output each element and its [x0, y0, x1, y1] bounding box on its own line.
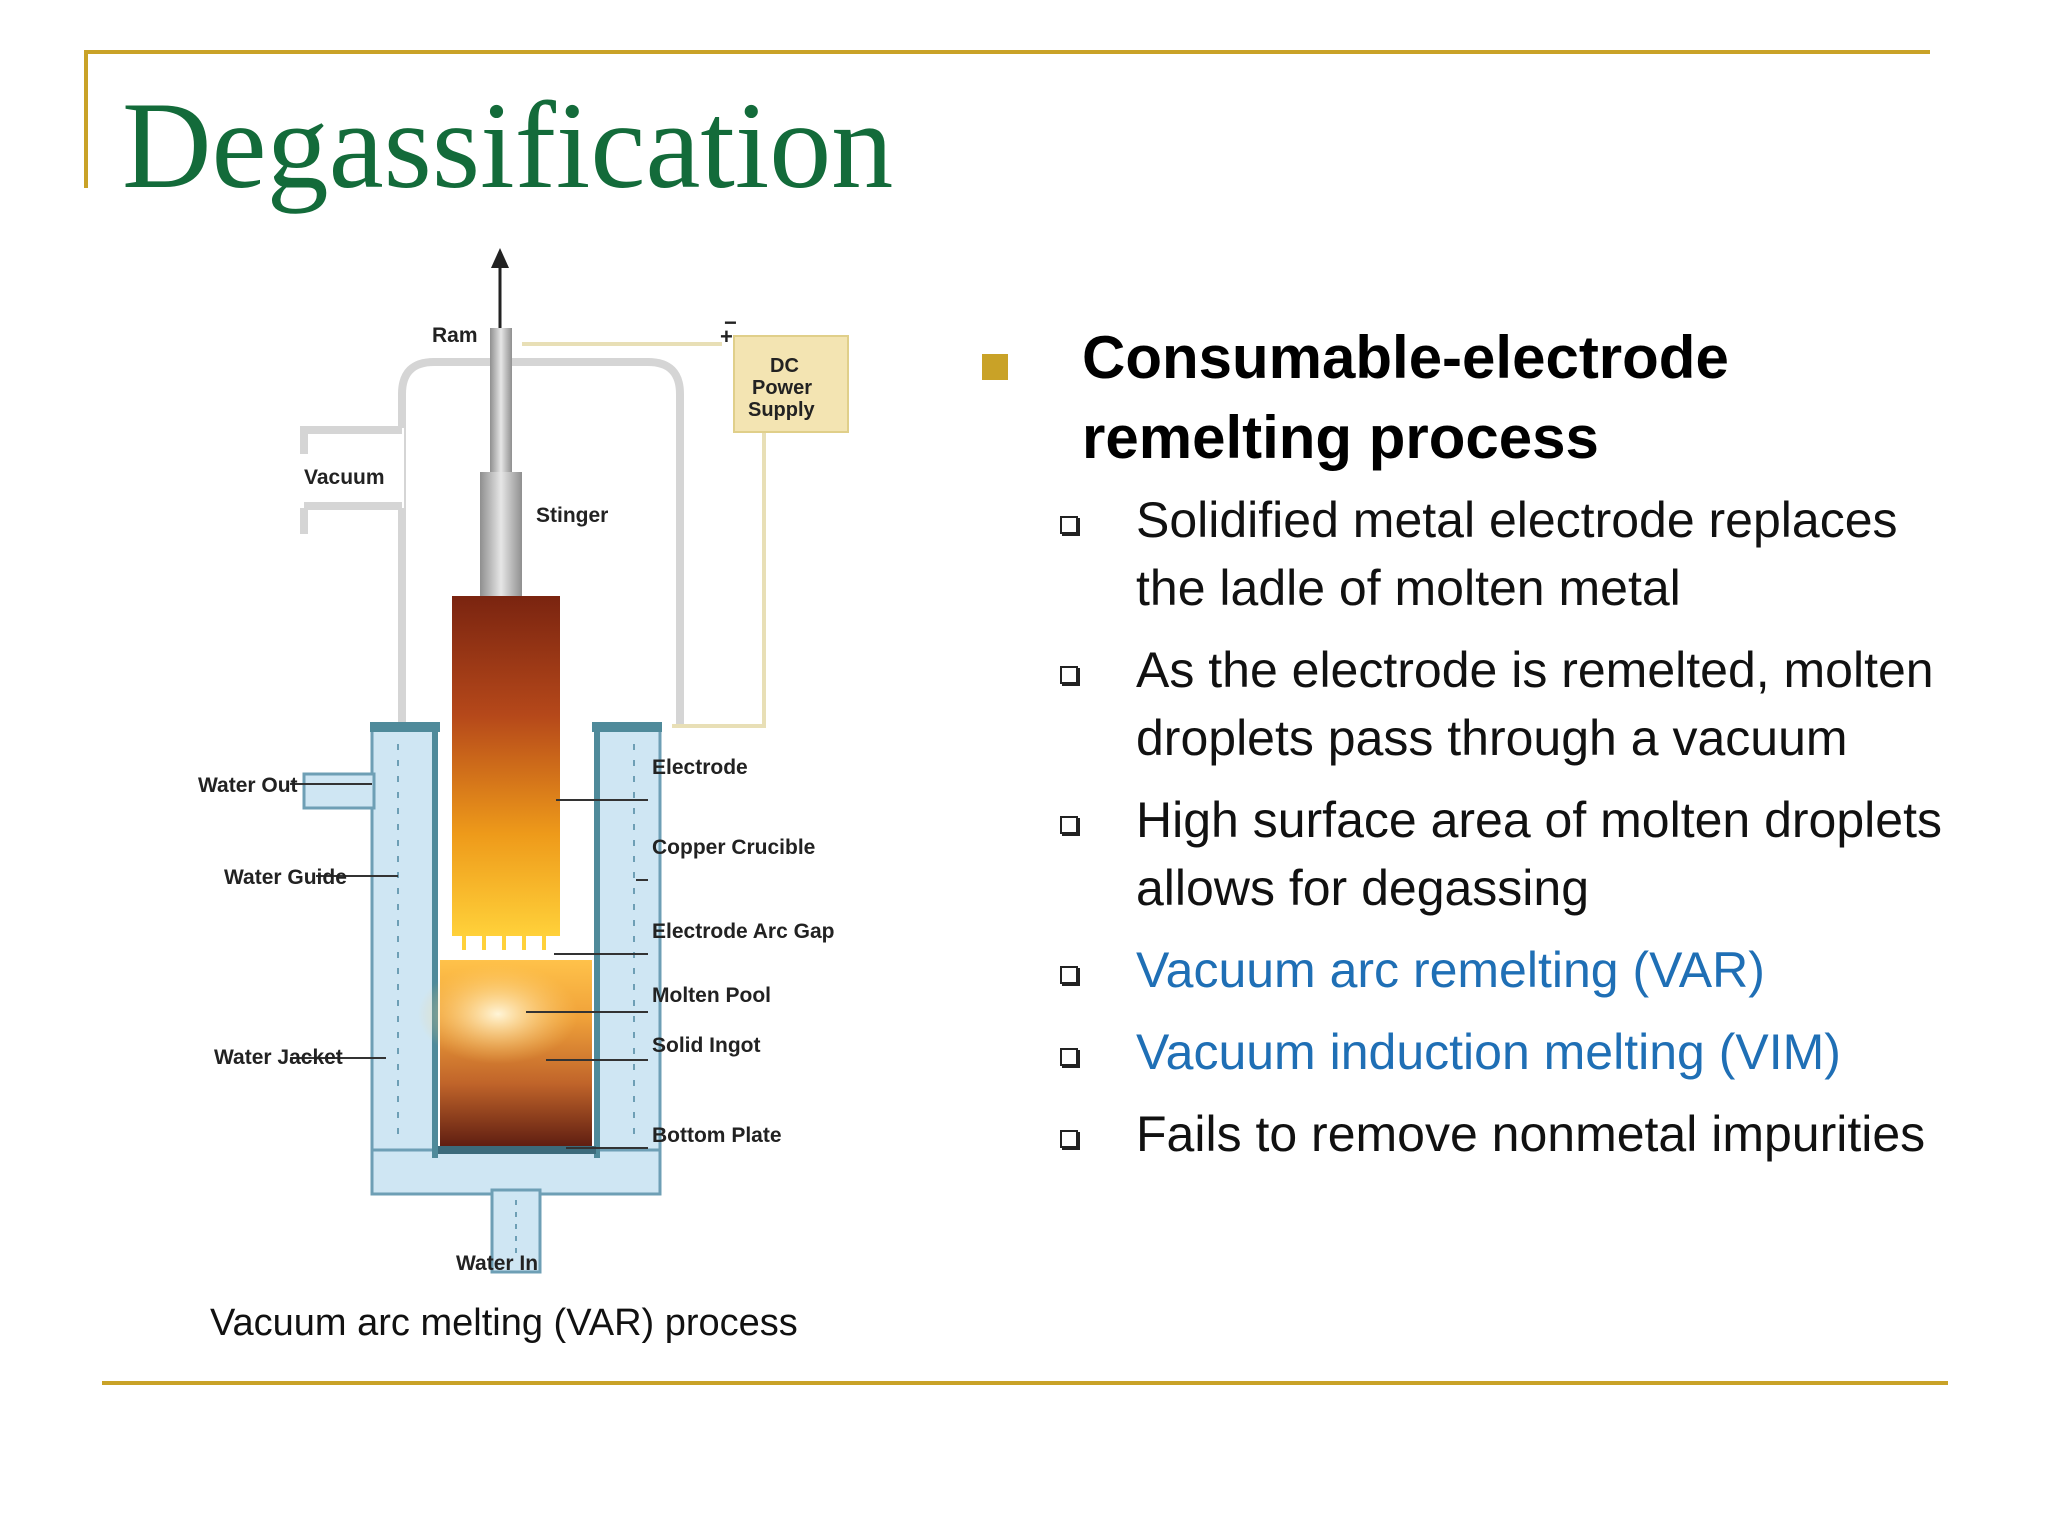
sub-bullet-link[interactable]: Vacuum induction melting (VIM) — [1060, 1018, 1956, 1086]
label-electrode: Electrode — [652, 756, 748, 779]
hollow-square-bullet-icon — [1060, 816, 1078, 834]
ram-arrow-up-icon — [491, 248, 509, 268]
label-plus: + — [720, 324, 733, 349]
var-diagram: Ram + − DC Power Supply Vacuum Stinger E… — [186, 244, 886, 1296]
label-water-guide: Water Guide — [224, 866, 347, 889]
main-bullet-text: Consumable-electrode remelting process — [1082, 324, 1729, 471]
bullet-list: Consumable-electrode remelting process S… — [976, 318, 1956, 1182]
sub-bullet-text: As the electrode is remelted, molten dro… — [1136, 642, 1934, 766]
diagram-caption: Vacuum arc melting (VAR) process — [210, 1302, 798, 1344]
hollow-square-bullet-icon — [1060, 666, 1078, 684]
label-vacuum: Vacuum — [304, 466, 385, 489]
sub-bullet-list: Solidified metal electrode replaces the … — [1060, 486, 1956, 1168]
water-jacket-right — [594, 722, 662, 1196]
sub-bullet-text: Solidified metal electrode replaces the … — [1136, 492, 1898, 616]
top-rule — [86, 50, 1930, 54]
label-supply: Supply — [748, 399, 816, 421]
dc-power-supply-box — [733, 335, 849, 433]
sub-bullet: Fails to remove nonmetal impurities — [1060, 1100, 1956, 1168]
label-ram: Ram — [432, 324, 478, 347]
vim-link[interactable]: Vacuum induction melting (VIM) — [1136, 1024, 1841, 1080]
main-bullet: Consumable-electrode remelting process — [976, 318, 1956, 478]
label-solid-ingot: Solid Ingot — [652, 1034, 760, 1057]
label-power: Power — [752, 377, 812, 399]
label-molten-pool: Molten Pool — [652, 984, 771, 1007]
sub-bullet-text: High surface area of molten droplets all… — [1136, 792, 1942, 916]
label-minus: − — [724, 310, 737, 335]
slide-title: Degassification — [122, 77, 894, 214]
vacuum-chamber — [398, 358, 684, 728]
molten-pool — [418, 964, 578, 1064]
sub-bullet-text: Fails to remove nonmetal impurities — [1136, 1106, 1926, 1162]
sub-bullet: High surface area of molten droplets all… — [1060, 786, 1956, 922]
label-water-out: Water Out — [198, 774, 298, 797]
water-jacket-bottom — [370, 1148, 662, 1196]
label-bottom-plate: Bottom Plate — [652, 1124, 782, 1147]
bottom-plate — [438, 1146, 596, 1154]
copper-crucible-left — [432, 724, 438, 1158]
ram-rod — [490, 328, 512, 478]
bottom-rule — [102, 1381, 1948, 1385]
label-copper-crucible: Copper Crucible — [652, 836, 815, 859]
hollow-square-bullet-icon — [1060, 1130, 1078, 1148]
vacuum-port-gap — [304, 428, 404, 508]
copper-crucible-right — [594, 724, 600, 1158]
label-electrode-arc-gap: Electrode Arc Gap — [652, 920, 834, 943]
sub-bullet: As the electrode is remelted, molten dro… — [1060, 636, 1956, 772]
hollow-square-bullet-icon — [1060, 966, 1078, 984]
sub-bullet: Solidified metal electrode replaces the … — [1060, 486, 1956, 622]
stinger — [480, 472, 522, 598]
hollow-square-bullet-icon — [1060, 516, 1078, 534]
label-dc: DC — [770, 355, 799, 377]
var-link[interactable]: Vacuum arc remelting (VAR) — [1136, 942, 1765, 998]
var-diagram-svg: Ram + − DC Power Supply Vacuum Stinger E… — [198, 248, 849, 1275]
hollow-square-bullet-icon — [1060, 1048, 1078, 1066]
square-bullet-icon — [982, 354, 1008, 380]
water-out-pipe — [302, 772, 376, 810]
label-water-in: Water In — [456, 1252, 538, 1275]
water-jacket-left — [370, 722, 438, 1196]
electrode — [452, 596, 560, 936]
left-rule — [84, 50, 88, 188]
label-water-jacket: Water Jacket — [214, 1046, 343, 1069]
label-stinger: Stinger — [536, 504, 608, 527]
sub-bullet-link[interactable]: Vacuum arc remelting (VAR) — [1060, 936, 1956, 1004]
